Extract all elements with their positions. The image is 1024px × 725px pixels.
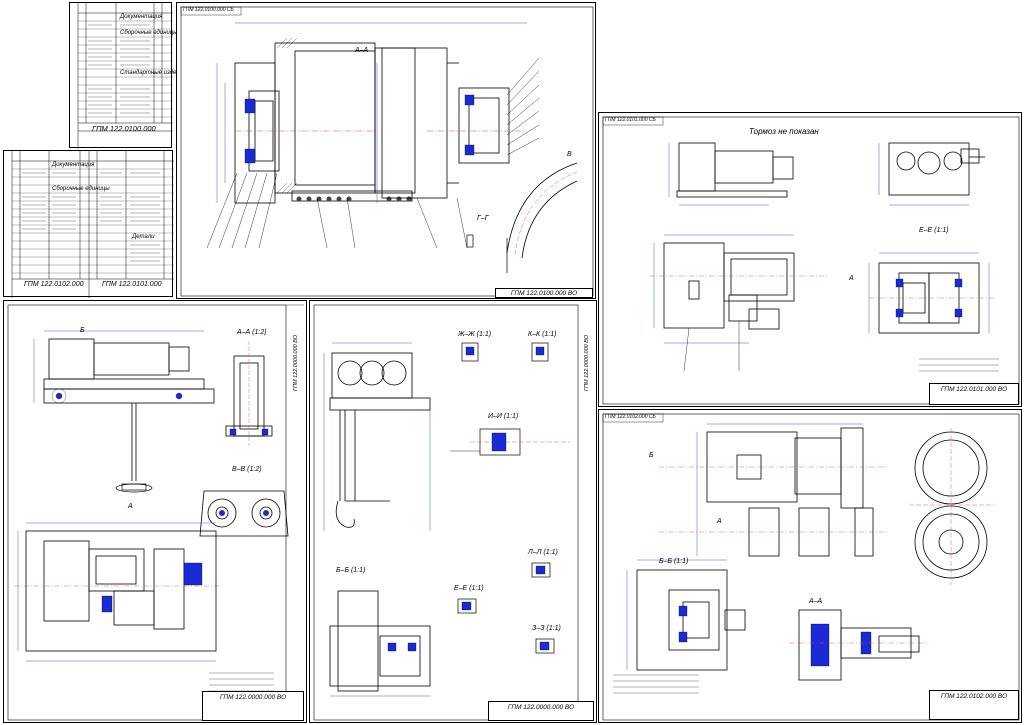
- bm-view-ll: Л–Л (1:1): [528, 549, 558, 556]
- right-top-view-ee: Е–Е (1:1): [919, 227, 949, 234]
- spec-sheet-2-grid: [11, 151, 174, 298]
- right-top-stamp-code: ГПМ 122.0101.000 ВО: [940, 386, 1008, 393]
- drawing-sheet-right-top: ГПМ 122.0101.000 СБ Тормоз не показан Е–…: [598, 112, 1022, 407]
- drawing-bottom-left-graphics: [7, 304, 304, 721]
- spec-sheet-1-section-std: Стандартные изделия: [120, 70, 187, 76]
- drawing-sheet-bottom-left: А–А (1:2) В–В (1:2) А Б ГПМ 122.0000.000…: [3, 300, 307, 723]
- bm-view-bb: Б–Б (1:1): [336, 567, 366, 574]
- specification-sheet-1: Документация Сборочные единицы Стандартн…: [69, 2, 186, 149]
- top-view-aa-label: А–А: [355, 47, 369, 54]
- drawing-top-graphics: [180, 6, 594, 297]
- top-title-block: ГПМ 122.0100.000 ВО: [495, 288, 593, 298]
- right-top-brake-note: Тормоз не показан: [749, 127, 819, 136]
- bm-side-code: ГПМ 122.0000.000 ВО: [584, 334, 590, 391]
- drawing-right-bottom-graphics: [602, 413, 1020, 721]
- right-bottom-corner-code: ГПМ 122.0102.000 СБ: [605, 414, 656, 420]
- bm-view-kk: К–К (1:1): [528, 331, 557, 338]
- spec-sheet-2-code-left: ГПМ 122.0102.000: [24, 281, 84, 288]
- drawing-sheet-top: А–А В Г–Г ГПМ 122.0100.000 СБ ГПМ 122.01…: [176, 2, 596, 299]
- right-top-view-a: А: [849, 275, 854, 282]
- bm-stamp-code: ГПМ 122.0000.000 ВО: [507, 704, 575, 711]
- top-view-gg-label: Г–Г: [477, 215, 489, 222]
- drawing-sheet-bottom-mid: Ж–Ж (1:1) К–К (1:1) И–И (1:1) Б–Б (1:1) …: [309, 300, 597, 723]
- top-view-v-label: В: [567, 151, 572, 158]
- bl-view-a: А: [128, 503, 133, 510]
- spec-sheet-1-code: ГПМ 122.0100.000: [92, 124, 156, 133]
- bl-side-code: ГПМ 122.0000.000 ВО: [293, 334, 299, 391]
- rb-view-aa: А–А: [809, 598, 823, 605]
- bm-view-ii: И–И (1:1): [488, 413, 519, 420]
- top-stamp-code: ГПМ 122.0100.000 ВО: [510, 290, 578, 297]
- bl-title-block: ГПМ 122.0000.000 ВО: [202, 691, 304, 721]
- rb-stamp-code: ГПМ 122.0102.000 ВО: [940, 693, 1008, 700]
- specification-sheet-2: Документация Сборочные единицы Детали ГП…: [3, 150, 174, 298]
- bm-title-block: ГПМ 122.0000.000 ВО: [488, 701, 594, 721]
- bm-view-zhzh: Ж–Ж (1:1): [458, 331, 492, 338]
- drawing-sheet-right-bottom: ГПМ 122.0102.000 СБ Б–Б (1:1) А–А А Б ГП…: [598, 409, 1022, 723]
- spec-sheet-2-section-details: Детали: [132, 234, 155, 240]
- right-top-corner-code: ГПМ 122.0101.000 СБ: [605, 117, 656, 123]
- rb-view-a: А: [717, 518, 722, 525]
- bm-view-ee: Е–Е (1:1): [454, 585, 484, 592]
- bl-view-b: Б: [80, 327, 85, 334]
- drawing-right-top-graphics: [602, 116, 1020, 405]
- spec-sheet-2-section-doc: Документация: [52, 162, 95, 168]
- spec-sheet-1-grid: [77, 3, 173, 149]
- drawing-bottom-mid-graphics: [313, 304, 579, 721]
- spec-sheet-1-section-doc: Документация: [120, 14, 163, 20]
- rb-view-bb: Б–Б (1:1): [659, 558, 689, 565]
- rb-title-block: ГПМ 122.0102.000 ВО: [929, 690, 1019, 720]
- bm-view-zz: З–З (1:1): [532, 625, 561, 632]
- spec-sheet-2-code-right: ГПМ 122.0101.000: [102, 281, 162, 288]
- bl-view-vv: В–В (1:2): [232, 466, 262, 473]
- bl-view-aa: А–А (1:2): [237, 329, 267, 336]
- spec-sheet-2-section-units: Сборочные единицы: [52, 186, 110, 192]
- spec-sheet-1-section-units: Сборочные единицы: [120, 30, 178, 36]
- right-top-title-block: ГПМ 122.0101.000 ВО: [929, 383, 1019, 405]
- bl-stamp-code: ГПМ 122.0000.000 ВО: [219, 694, 287, 701]
- top-corner-code: ГПМ 122.0100.000 СБ: [183, 7, 234, 13]
- rb-view-b: Б: [649, 452, 654, 459]
